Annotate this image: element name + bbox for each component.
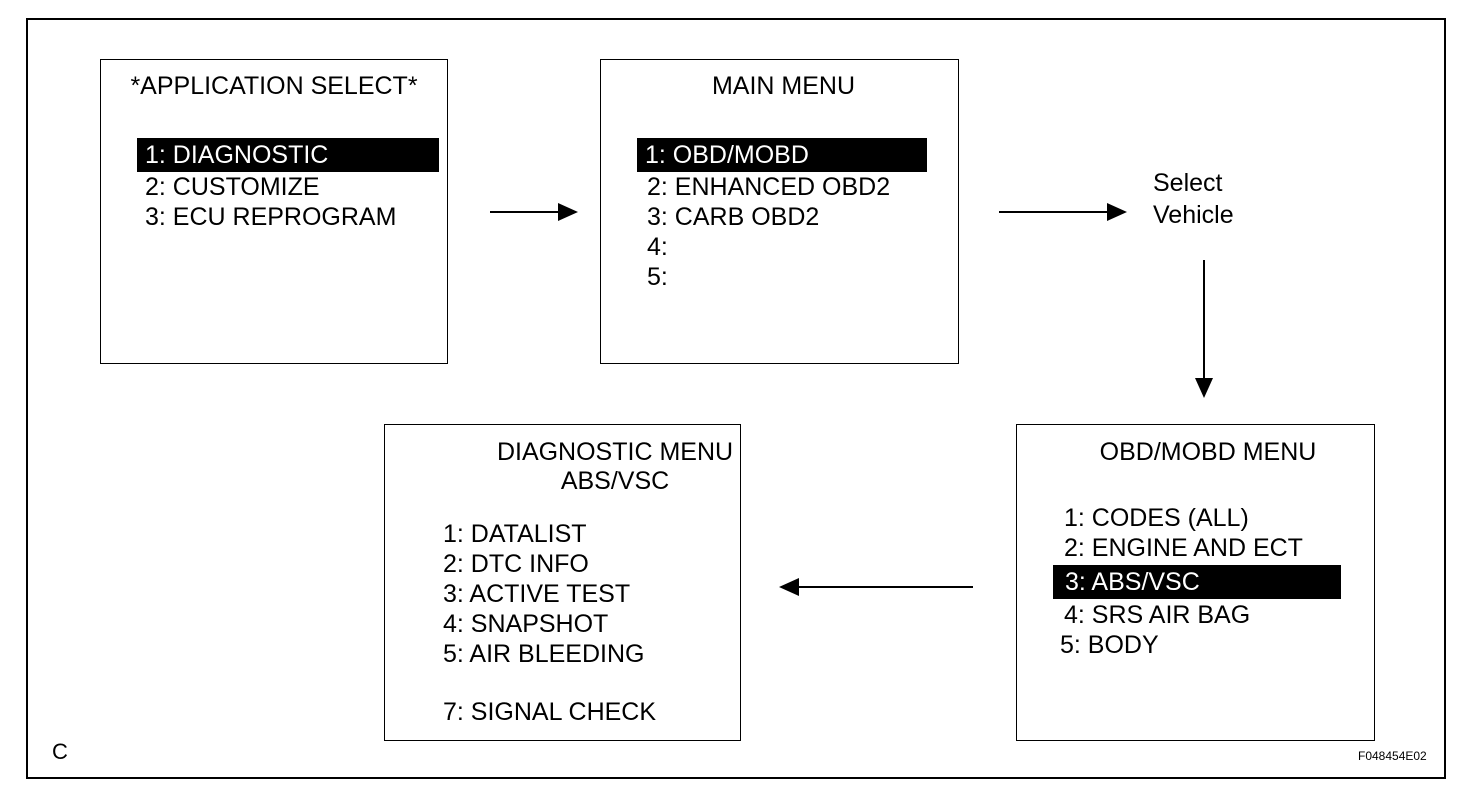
menu-item-4[interactable]: 4: xyxy=(647,233,668,261)
menu-item-customize[interactable]: 2: CUSTOMIZE xyxy=(145,173,320,201)
figure-code: F048454E02 xyxy=(1358,749,1427,763)
menu-item-active-test[interactable]: 3: ACTIVE TEST xyxy=(443,580,631,608)
menu-item-codes-all[interactable]: 1: CODES (ALL) xyxy=(1064,504,1249,532)
menu-item-obd-mobd[interactable]: 1: OBD/MOBD xyxy=(637,138,927,172)
obd-mobd-menu-screen: OBD/MOBD MENU 1: CODES (ALL) 2: ENGINE A… xyxy=(1016,424,1375,741)
menu-item-ecu-reprogram[interactable]: 3: ECU REPROGRAM xyxy=(145,203,397,231)
obd-mobd-menu-title: OBD/MOBD MENU xyxy=(1099,438,1317,466)
arrow-left-icon xyxy=(779,578,973,596)
main-menu-title: MAIN MENU xyxy=(711,72,856,100)
menu-item-5[interactable]: 5: xyxy=(647,263,668,291)
menu-item-air-bleeding[interactable]: 5: AIR BLEEDING xyxy=(443,640,645,668)
menu-item-carb-obd2[interactable]: 3: CARB OBD2 xyxy=(647,203,820,231)
menu-item-engine-and-ect[interactable]: 2: ENGINE AND ECT xyxy=(1064,534,1303,562)
diagnostic-menu-screen: DIAGNOSTIC MENU ABS/VSC 1: DATALIST 2: D… xyxy=(384,424,741,741)
arrow-right-icon xyxy=(490,203,578,221)
application-select-screen: *APPLICATION SELECT* 1: DIAGNOSTIC 2: CU… xyxy=(100,59,448,364)
menu-item-srs-air-bag[interactable]: 4: SRS AIR BAG xyxy=(1064,601,1251,629)
main-menu-screen: MAIN MENU 1: OBD/MOBD 2: ENHANCED OBD2 3… xyxy=(600,59,959,364)
figure-frame xyxy=(26,18,1446,779)
menu-item-abs-vsc[interactable]: 3: ABS/VSC xyxy=(1053,565,1341,599)
select-vehicle-label: Select xyxy=(1153,169,1223,197)
diagnostic-menu-subtitle: ABS/VSC xyxy=(560,467,670,495)
menu-item-diagnostic[interactable]: 1: DIAGNOSTIC xyxy=(137,138,439,172)
menu-item-body[interactable]: 5: BODY xyxy=(1060,631,1159,659)
application-select-title: *APPLICATION SELECT* xyxy=(130,72,418,100)
menu-item-snapshot[interactable]: 4: SNAPSHOT xyxy=(443,610,609,638)
select-vehicle-label-line2: Vehicle xyxy=(1153,201,1234,229)
diagnostic-menu-title: DIAGNOSTIC MENU xyxy=(496,438,734,466)
arrow-down-icon xyxy=(1195,260,1213,398)
menu-item-signal-check[interactable]: 7: SIGNAL CHECK xyxy=(443,698,657,726)
menu-item-enhanced-obd2[interactable]: 2: ENHANCED OBD2 xyxy=(647,173,891,201)
menu-item-datalist[interactable]: 1: DATALIST xyxy=(443,520,587,548)
arrow-right-icon xyxy=(999,203,1127,221)
menu-item-dtc-info[interactable]: 2: DTC INFO xyxy=(443,550,589,578)
corner-label: C xyxy=(52,739,68,764)
